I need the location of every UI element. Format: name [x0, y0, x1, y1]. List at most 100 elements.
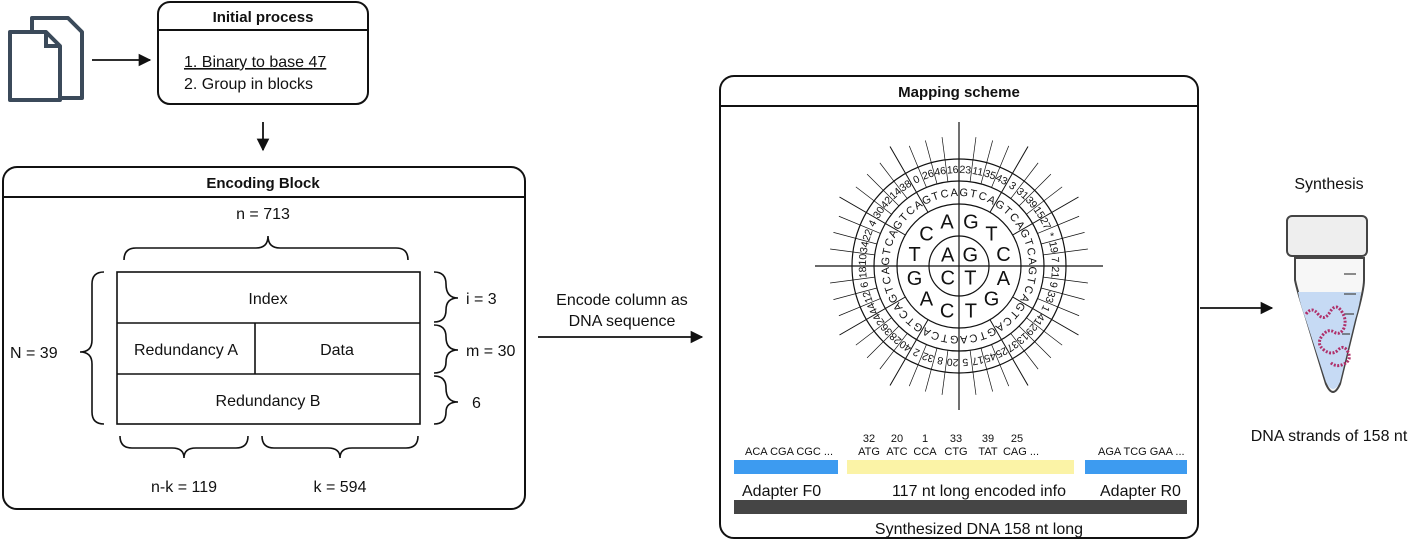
codon-number: 11 [971, 165, 984, 179]
codon-number: 33 [1042, 289, 1057, 304]
codon-number: 44 [865, 300, 881, 316]
inner-base-letter: T [964, 267, 976, 289]
encoded-codon: CAG ... [1003, 446, 1039, 458]
encoded-number: 1 [922, 433, 928, 445]
outer-base-letter: C [1024, 247, 1037, 257]
codon-number: 16 [946, 164, 959, 177]
nk-brace [119, 435, 249, 459]
outer-base-letter: C [1021, 284, 1035, 295]
data-cell: Data [320, 342, 354, 359]
encoded-codon: TAT [978, 446, 997, 458]
m-brace [433, 324, 459, 374]
middle-base-letter: A [940, 212, 954, 234]
codon-number: 46 [933, 165, 947, 179]
codon-number: 15 [1031, 204, 1048, 221]
adapter-f-label: Adapter F0 [742, 483, 821, 500]
outer-base-letter: G [1026, 266, 1039, 275]
adapter-f-bar [734, 460, 838, 474]
dna-strand-squiggle [1304, 305, 1351, 368]
codon-number: 38 [897, 178, 914, 195]
encoded-codon: CCA [913, 446, 937, 458]
outer-base-letter: C [977, 190, 988, 204]
n-brace [123, 235, 409, 261]
test-tube-icon [1286, 215, 1368, 393]
outer-base-letter: T [969, 188, 978, 201]
codon-number: 5 [962, 356, 969, 368]
outer-base-letter: T [1024, 276, 1037, 285]
outer-base-letter: A [1026, 257, 1038, 266]
outer-base-letter: C [940, 188, 950, 201]
outer-base-letter: A [959, 333, 968, 345]
outer-base-letter: T [977, 328, 987, 342]
encoded-number: 33 [950, 433, 962, 445]
encoded-codon: ATC [886, 446, 907, 458]
six-brace [433, 375, 459, 425]
codon-number: 21 [1048, 266, 1061, 279]
outer-base-letter: T [883, 284, 897, 294]
initial-process-title: Initial process [213, 9, 314, 26]
encoded-info-bar [847, 460, 1074, 474]
outer-base-letter: G [950, 333, 959, 346]
encoded-number: 20 [891, 433, 903, 445]
outer-base-letter: A [880, 266, 892, 275]
outer-base-letter: G [880, 257, 893, 266]
encoded-info-label: 117 nt long encoded info [892, 483, 1066, 500]
codon-number: 37 [1004, 338, 1021, 355]
codon-number: 17 [971, 353, 985, 367]
middle-base-letter: T [908, 244, 920, 266]
six-label: 6 [472, 395, 481, 412]
codon-number: 40 [897, 338, 914, 355]
inner-base-letter: A [941, 245, 955, 267]
codon-number: 41 [1031, 311, 1048, 328]
outer-base-letter: T [930, 190, 940, 204]
codon-number: 24 [871, 311, 888, 328]
encoded-codon: CTG [944, 446, 967, 458]
codon-number: 25 [993, 344, 1009, 360]
initial-process-step-1: 1. Binary to base 47 [184, 54, 326, 71]
initial-process-box: Initial process 1. Binary to base 47 2. … [157, 1, 369, 105]
codon-number: 10 [857, 253, 870, 266]
outer-base-letter: T [940, 331, 949, 344]
codon-number: 26 [921, 167, 936, 182]
middle-base-letter: G [907, 268, 923, 290]
codon-number: 8 [936, 354, 944, 367]
middle-base-letter: A [997, 268, 1011, 290]
arrow-label-line-1: Encode column as [556, 292, 688, 309]
redundancy-a-cell: Redundancy A [134, 342, 238, 359]
encoding-block-title: Encoding Block [206, 175, 320, 192]
middle-base-letter: T [965, 300, 977, 322]
encoded-codons: 32ATG20ATC1CCA33CTG39TAT25CAG ... [858, 433, 1039, 458]
codon-number: 27 [1037, 216, 1053, 232]
codon-number: 23 [959, 164, 972, 177]
outer-base-letter: C [930, 328, 941, 342]
i-brace [433, 271, 459, 323]
outer-base-letter: G [959, 187, 968, 200]
codon-number: 12 [860, 289, 875, 304]
files-icon [8, 16, 84, 102]
codon-number: 34 [858, 240, 872, 254]
encoded-number: 39 [982, 433, 994, 445]
N-label: N = 39 [10, 345, 58, 362]
codon-number: 43 [994, 172, 1010, 188]
k-brace [261, 435, 419, 459]
arrow-label-line-2: DNA sequence [569, 313, 676, 330]
outer-base-letter: C [883, 237, 897, 248]
n-label: n = 713 [236, 206, 290, 223]
mapping-scheme-title: Mapping scheme [898, 84, 1020, 101]
codon-number: 2 [911, 345, 922, 358]
index-row: Index [248, 291, 287, 308]
codon-number: 19 [1046, 240, 1060, 254]
codon-number: 35 [982, 168, 997, 183]
encoded-codon: ATG [858, 446, 880, 458]
i-label: i = 3 [466, 291, 497, 308]
adapter-f-sequence: ACA CGA CGC ... [745, 446, 833, 458]
synthesis-caption: DNA strands of 158 nt [1251, 428, 1408, 445]
nk-label: n-k = 119 [151, 479, 217, 496]
block-matrix [116, 271, 421, 425]
codon-number: 9 [1047, 281, 1060, 289]
N-brace [79, 271, 105, 425]
adapter-r-label: Adapter R0 [1100, 483, 1181, 500]
outer-base-letter: T [881, 247, 894, 256]
k-label: k = 594 [314, 479, 367, 496]
